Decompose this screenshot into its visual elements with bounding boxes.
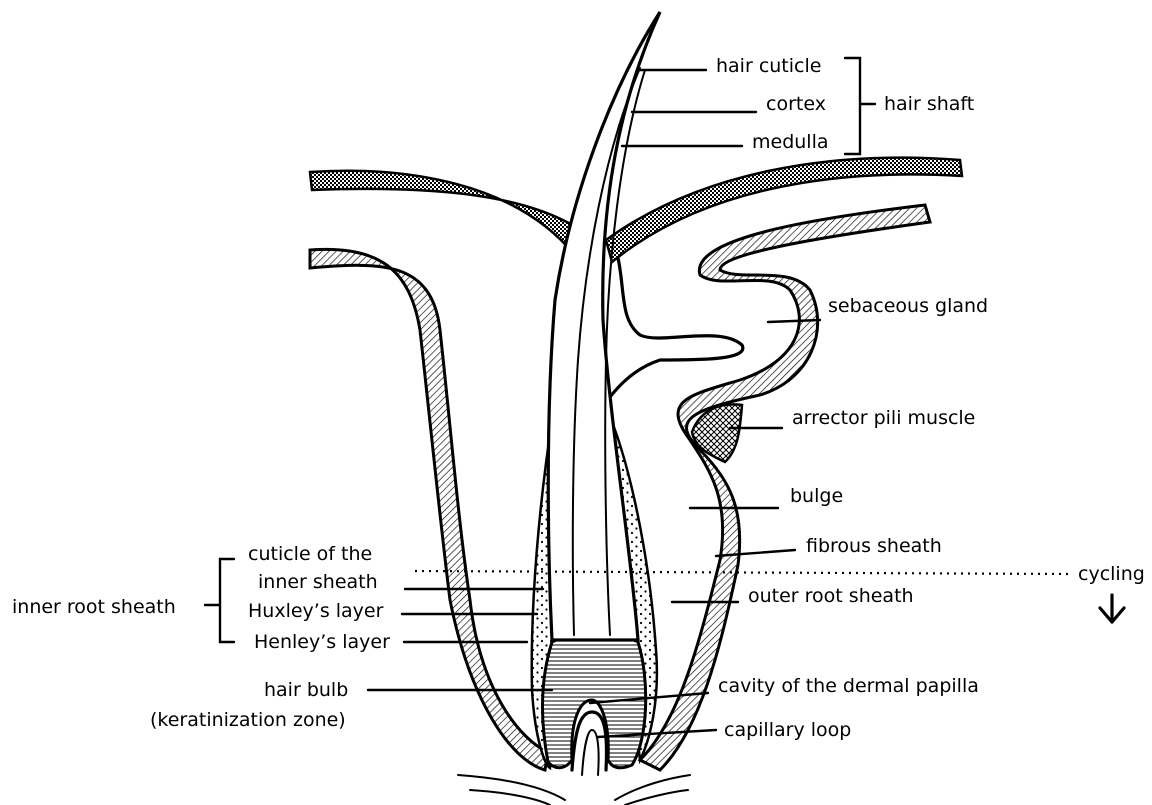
label-medulla: medulla — [752, 131, 829, 153]
bracket-inner-root-sheath — [205, 559, 234, 642]
label-cavity-dermal-papilla: cavity of the dermal papilla — [718, 675, 979, 697]
label-cortex: cortex — [766, 93, 826, 115]
bracket-hair-shaft — [845, 58, 875, 154]
epidermis-band-left — [310, 171, 600, 262]
label-outer-root-sheath: outer root sheath — [748, 585, 914, 607]
label-hair-cuticle: hair cuticle — [716, 55, 821, 77]
label-cycling: cycling — [1078, 563, 1145, 585]
dermis-line-left-1 — [458, 775, 565, 800]
hair-bulb — [542, 635, 645, 768]
label-bulge: bulge — [790, 485, 843, 507]
label-cuticle-line1: cuticle of the — [248, 543, 372, 565]
cycling-line — [415, 571, 1070, 574]
label-sebaceous-gland: sebaceous gland — [828, 295, 988, 317]
label-capillary-loop: capillary loop — [724, 719, 851, 741]
capillary-loop-shape — [582, 730, 599, 775]
dermis-line-left-2 — [470, 790, 550, 805]
dermis-line-right-2 — [625, 790, 688, 805]
dermal-papilla — [572, 712, 606, 770]
label-arrector-pili-muscle: arrector pili muscle — [792, 407, 975, 429]
label-hair-bulb: hair bulb — [264, 679, 348, 701]
label-hair-shaft: hair shaft — [884, 93, 974, 115]
label-cuticle-line2: inner sheath — [258, 571, 378, 593]
label-inner-root-sheath: inner root sheath — [12, 596, 176, 618]
label-fibrous-sheath: fibrous sheath — [806, 535, 942, 557]
label-keratinization-zone: (keratinization zone) — [150, 709, 346, 731]
label-huxleys-layer: Huxley’s layer — [248, 600, 384, 622]
label-henleys-layer: Henley’s layer — [254, 631, 390, 653]
down-arrow-icon — [1100, 595, 1124, 622]
